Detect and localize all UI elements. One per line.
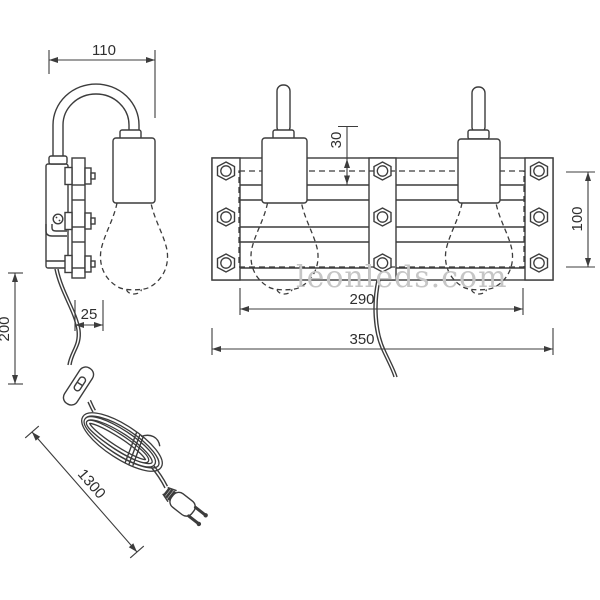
stem-right <box>471 86 486 134</box>
dim-label-25: 25 <box>81 306 98 323</box>
hex-bolt <box>529 253 549 273</box>
dim-board-height: 100 <box>566 171 595 268</box>
bolt-side <box>64 254 96 274</box>
cord-line <box>57 268 81 366</box>
bolt-side <box>64 166 96 186</box>
hex-bolt <box>216 161 236 181</box>
lamp-socket-front-left <box>261 137 308 204</box>
gooseneck-arm-inner <box>62 93 130 158</box>
plug-pin <box>193 505 207 517</box>
dim-label-1300: 1300 <box>74 466 109 502</box>
dim-label-200: 200 <box>0 316 13 341</box>
screw-knurl-dot <box>55 216 58 219</box>
socket-left-assembly <box>261 84 308 204</box>
bracket-screw <box>52 213 64 225</box>
collar-right <box>467 129 490 140</box>
dim-overall-width: 350 <box>211 328 554 355</box>
cord-line <box>376 279 398 378</box>
gooseneck-arm-outer <box>52 83 140 158</box>
hex-bolt <box>216 207 236 227</box>
dim-cord-offset: 25 <box>74 300 104 331</box>
hex-bolt <box>373 207 392 227</box>
bracket-hook <box>45 224 67 237</box>
dim-cable-length: 1300 <box>24 425 145 559</box>
arm-collar-top <box>48 155 68 165</box>
cord-line <box>152 464 169 487</box>
inline-switch <box>62 366 95 406</box>
front-cord <box>373 279 398 378</box>
power-plug <box>162 486 208 527</box>
dim-top-offset: 30 <box>328 125 358 185</box>
side-bolts <box>64 166 96 274</box>
plug-pin <box>187 514 200 525</box>
power-cord <box>54 268 208 527</box>
cord-line <box>54 268 78 366</box>
socket-right-assembly <box>457 86 501 204</box>
watermark-text: leonleds.com <box>296 260 508 295</box>
cord-line <box>87 401 94 413</box>
dim-label-110: 110 <box>92 42 116 59</box>
hex-bolt <box>529 161 549 181</box>
cord-coil <box>81 412 163 472</box>
screw-knurl-dot <box>58 219 61 222</box>
front-view: 30 100 290 350 <box>211 84 595 378</box>
board-edge-slat-lines <box>72 184 85 269</box>
coil-tie-wrap <box>124 432 144 466</box>
dim-label-290: 290 <box>349 291 374 308</box>
dim-cord-drop: 200 <box>0 272 23 385</box>
cord-line <box>150 466 166 489</box>
bulb-dashed-side <box>99 202 169 295</box>
hex-bolt <box>373 161 392 181</box>
dim-label-100: 100 <box>569 206 586 231</box>
dim-backboard-width: 290 <box>239 288 524 315</box>
stem-left <box>276 84 291 134</box>
dim-arm-width: 110 <box>48 42 156 118</box>
bolt-side <box>64 211 96 231</box>
coil-tail <box>140 434 161 447</box>
dim-label-30: 30 <box>328 132 345 149</box>
hex-bolt <box>216 253 236 273</box>
cord-line <box>373 279 395 378</box>
side-view: 110 25 200 1300 <box>0 42 208 559</box>
board-edge-strip <box>71 157 86 279</box>
hex-bolt <box>529 207 549 227</box>
cord-line <box>89 399 96 411</box>
lamp-socket-side <box>112 137 156 204</box>
plug-body <box>169 491 196 517</box>
dim-label-350: 350 <box>349 331 374 348</box>
lamp-socket-front-right <box>457 138 501 204</box>
